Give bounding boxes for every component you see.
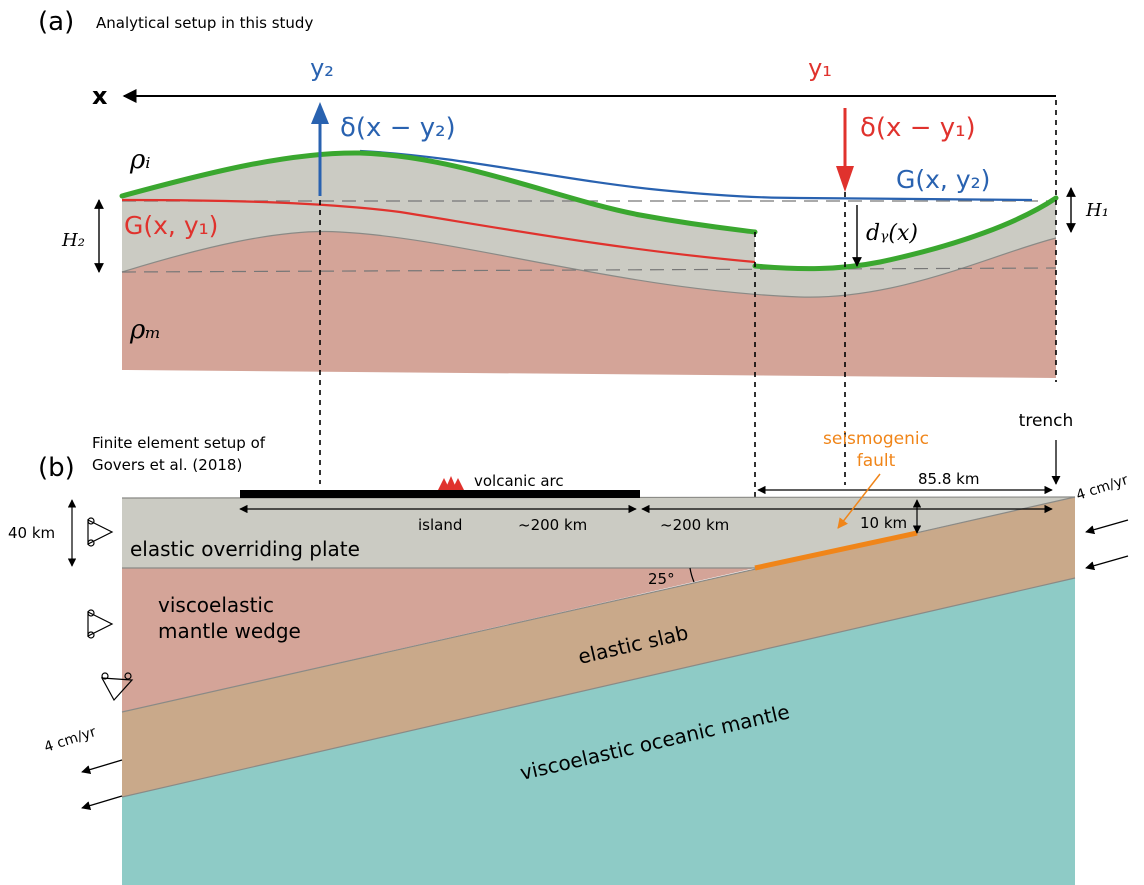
dip-angle-arc — [689, 567, 695, 583]
rho-i-label: ρᵢ — [129, 145, 151, 175]
panel-b-title-line1: Finite element setup of — [92, 434, 266, 452]
y2-label: y₂ — [310, 54, 334, 82]
surface-deflection-curve-right — [752, 195, 1059, 272]
roller-support-1 — [87, 517, 114, 547]
island-label: island — [418, 516, 462, 534]
velocity-arrow-right-2 — [1085, 555, 1129, 571]
rate-left-label: 4 cm/yr — [42, 724, 98, 756]
slab-layer — [122, 497, 1075, 797]
h1-label: H₁ — [1085, 200, 1109, 221]
volcanic-arc-label: volcanic arc — [474, 472, 564, 490]
seismogenic-label-line1: seismogenic — [823, 429, 929, 449]
panel-a-title: Analytical setup in this study — [96, 14, 313, 32]
crust-layer-a — [122, 152, 1056, 298]
roller-support-2 — [87, 609, 114, 639]
point-load-up-arrowhead — [311, 102, 329, 124]
seismogenic-pointer-arrow — [837, 473, 881, 529]
island-distance-label: ~200 km — [518, 516, 587, 534]
panel-a-label: (a) — [38, 7, 74, 37]
volcano-3 — [452, 478, 464, 490]
overriding-plate-layer — [122, 497, 1075, 568]
velocity-arrow-left-2 — [81, 795, 123, 811]
forearc-distance-label: ~200 km — [660, 516, 729, 534]
panel-a: (a) Analytical setup in this study x y₂ … — [38, 7, 1109, 378]
trench-label: trench — [1019, 411, 1074, 431]
island-bar — [240, 490, 640, 498]
delta-y2-label: δ(x − y₂) — [340, 113, 456, 143]
dy-label: dᵧ(x) — [866, 221, 918, 246]
surface-deflection-curve — [119, 150, 758, 235]
slab-base-line — [121, 577, 1076, 798]
reference-line-bottom — [121, 267, 1057, 273]
mantle-layer-a — [122, 231, 1056, 378]
roller-support-3 — [100, 672, 134, 702]
fault-depth-label: 10 km — [860, 514, 907, 532]
panel-b-label: (b) — [38, 453, 75, 483]
panel-b-title-line2: Govers et al. (2018) — [92, 456, 242, 474]
y1-label: y₁ — [808, 54, 832, 82]
crust-mantle-boundary — [121, 230, 1057, 298]
overriding-plate-label: elastic overriding plate — [130, 537, 360, 561]
plate-thickness-label: 40 km — [8, 524, 55, 542]
mantle-wedge-label-line2: mantle wedge — [158, 619, 301, 643]
panel-b: (b) Finite element setup of Govers et al… — [8, 411, 1130, 885]
velocity-arrow-right-1 — [1085, 519, 1129, 535]
point-load-down-arrowhead — [836, 166, 854, 192]
trench-distance-label: 85.8 km — [918, 470, 979, 488]
h2-label: H₂ — [61, 230, 85, 251]
delta-y1-label: δ(x − y₁) — [860, 113, 976, 143]
g-y2-label: G(x, y₂) — [896, 165, 990, 194]
velocity-arrow-left-1 — [81, 759, 123, 775]
dip-angle-label: 25° — [648, 570, 675, 588]
x-axis-label: x — [92, 82, 108, 110]
g-y2-curve — [359, 149, 1033, 202]
seismogenic-fault-line — [754, 530, 918, 571]
mantle-wedge-label-line1: viscoelastic — [158, 593, 274, 617]
rate-right-label: 4 cm/yr — [1074, 472, 1130, 504]
rho-m-label: ρₘ — [129, 315, 161, 345]
g-y1-label: G(x, y₁) — [124, 211, 218, 240]
oceanic-mantle-layer — [122, 578, 1075, 885]
seismogenic-label-line2: fault — [857, 451, 896, 471]
g-y1-curve — [121, 198, 756, 264]
